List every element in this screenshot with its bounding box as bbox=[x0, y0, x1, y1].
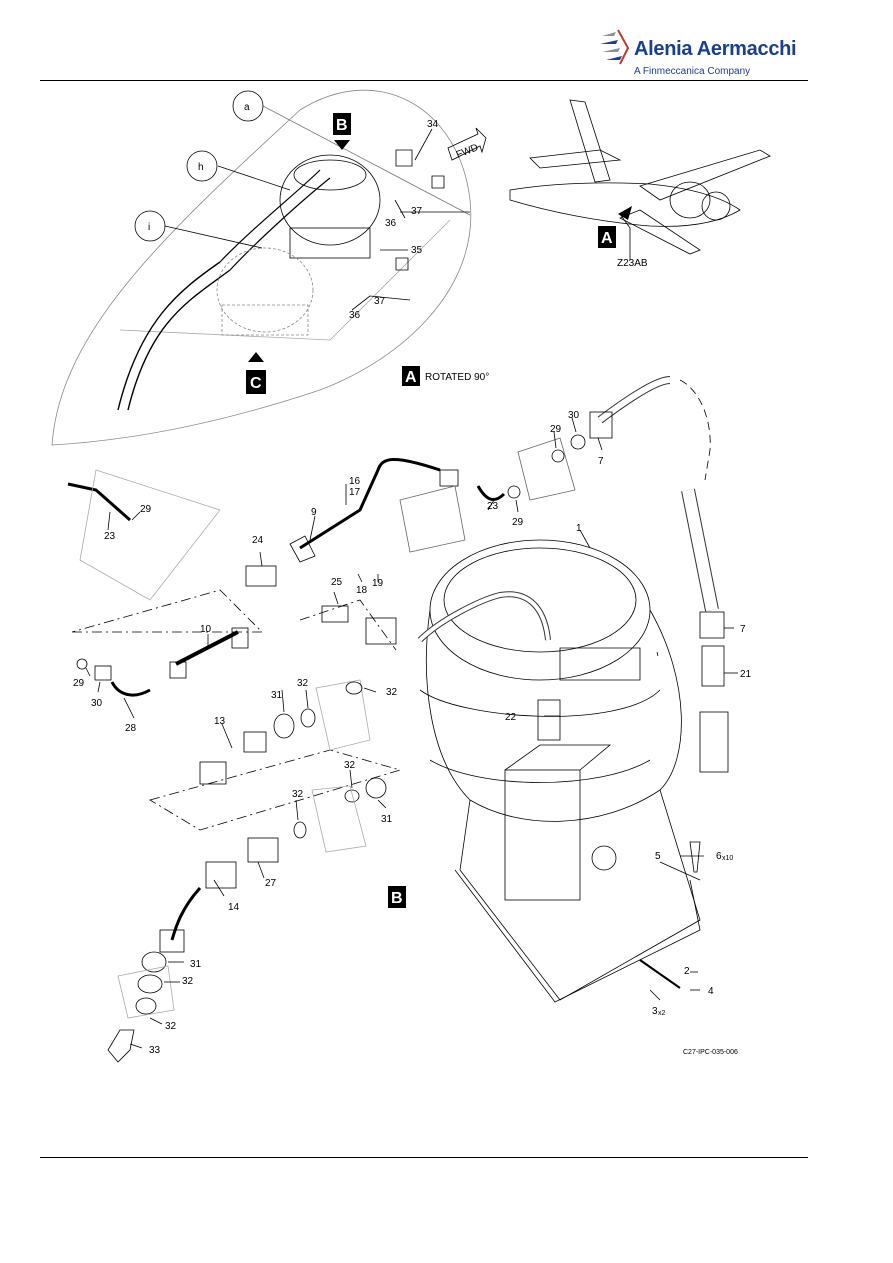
svg-text:37: 37 bbox=[374, 296, 386, 307]
svg-text:9: 9 bbox=[311, 507, 317, 518]
svg-text:17: 17 bbox=[349, 487, 361, 498]
view-ref-i: i bbox=[148, 222, 150, 233]
company-logo: Alenia Aermacchi A Finmeccanica Company bbox=[598, 24, 798, 80]
svg-text:36: 36 bbox=[385, 218, 397, 229]
svg-text:37: 37 bbox=[411, 206, 423, 217]
svg-text:34: 34 bbox=[427, 119, 439, 130]
view-ref-a: a bbox=[244, 102, 250, 113]
svg-text:14: 14 bbox=[228, 902, 240, 913]
svg-text:33: 33 bbox=[149, 1045, 161, 1056]
svg-text:24: 24 bbox=[252, 535, 264, 546]
brand-subtitle: A Finmeccanica Company bbox=[634, 66, 751, 77]
svg-text:5: 5 bbox=[655, 851, 661, 862]
drawing-id: C27-IPC-035-006 bbox=[683, 1049, 738, 1056]
svg-text:13: 13 bbox=[214, 716, 226, 727]
rotated-note: ROTATED 90° bbox=[425, 372, 489, 383]
header-rule bbox=[40, 80, 808, 81]
callout-a-aircraft: A bbox=[598, 206, 632, 248]
callout-b-top: B bbox=[333, 113, 351, 150]
fwd-label: FWD bbox=[455, 142, 480, 161]
svg-text:A: A bbox=[601, 230, 613, 247]
svg-text:22: 22 bbox=[505, 712, 517, 723]
svg-text:3: 3 bbox=[652, 1006, 658, 1017]
svg-text:C: C bbox=[250, 375, 262, 392]
svg-text:23: 23 bbox=[104, 531, 116, 542]
svg-text:32: 32 bbox=[165, 1021, 177, 1032]
svg-text:1: 1 bbox=[576, 523, 582, 534]
svg-text:18: 18 bbox=[356, 585, 368, 596]
svg-text:4: 4 bbox=[708, 986, 714, 997]
callout-c: C bbox=[246, 352, 266, 394]
svg-text:27: 27 bbox=[265, 878, 277, 889]
svg-text:31: 31 bbox=[190, 959, 202, 970]
svg-text:29: 29 bbox=[550, 424, 562, 435]
svg-text:x2: x2 bbox=[658, 1010, 666, 1017]
svg-text:36: 36 bbox=[349, 310, 361, 321]
svg-text:25: 25 bbox=[331, 577, 343, 588]
svg-text:10: 10 bbox=[200, 624, 212, 635]
item-labels: 34 37 36 35 37 36 30 29 7 16 17 9 23 29 … bbox=[73, 119, 752, 1056]
svg-text:30: 30 bbox=[91, 698, 103, 709]
svg-text:x10: x10 bbox=[722, 855, 733, 862]
zone-label: Z23AB bbox=[617, 258, 648, 269]
svg-text:29: 29 bbox=[73, 678, 85, 689]
svg-text:31: 31 bbox=[271, 690, 283, 701]
svg-text:32: 32 bbox=[344, 760, 356, 771]
svg-text:35: 35 bbox=[411, 245, 423, 256]
brand-name: Alenia Aermacchi bbox=[634, 38, 797, 60]
view-ref-h: h bbox=[198, 162, 204, 173]
svg-text:B: B bbox=[391, 890, 403, 907]
svg-text:7: 7 bbox=[598, 456, 604, 467]
callout-a-rotated: A bbox=[402, 366, 420, 386]
svg-text:7: 7 bbox=[740, 624, 746, 635]
svg-text:2: 2 bbox=[684, 966, 690, 977]
svg-text:28: 28 bbox=[125, 723, 137, 734]
svg-text:32: 32 bbox=[386, 687, 398, 698]
svg-text:A: A bbox=[405, 369, 417, 386]
svg-text:6: 6 bbox=[716, 851, 722, 862]
svg-text:32: 32 bbox=[297, 678, 309, 689]
brand-swoosh-icon bbox=[600, 29, 630, 65]
footer-rule bbox=[40, 1157, 808, 1158]
svg-text:32: 32 bbox=[182, 976, 194, 987]
svg-text:16: 16 bbox=[349, 476, 361, 487]
svg-text:29: 29 bbox=[512, 517, 524, 528]
svg-text:21: 21 bbox=[740, 669, 752, 680]
svg-text:30: 30 bbox=[568, 410, 580, 421]
svg-text:31: 31 bbox=[381, 814, 393, 825]
svg-text:32: 32 bbox=[292, 789, 304, 800]
svg-text:19: 19 bbox=[372, 578, 384, 589]
svg-text:29: 29 bbox=[140, 504, 152, 515]
svg-text:B: B bbox=[336, 117, 348, 134]
callout-b-lower: B bbox=[388, 886, 406, 908]
svg-text:23: 23 bbox=[487, 501, 499, 512]
